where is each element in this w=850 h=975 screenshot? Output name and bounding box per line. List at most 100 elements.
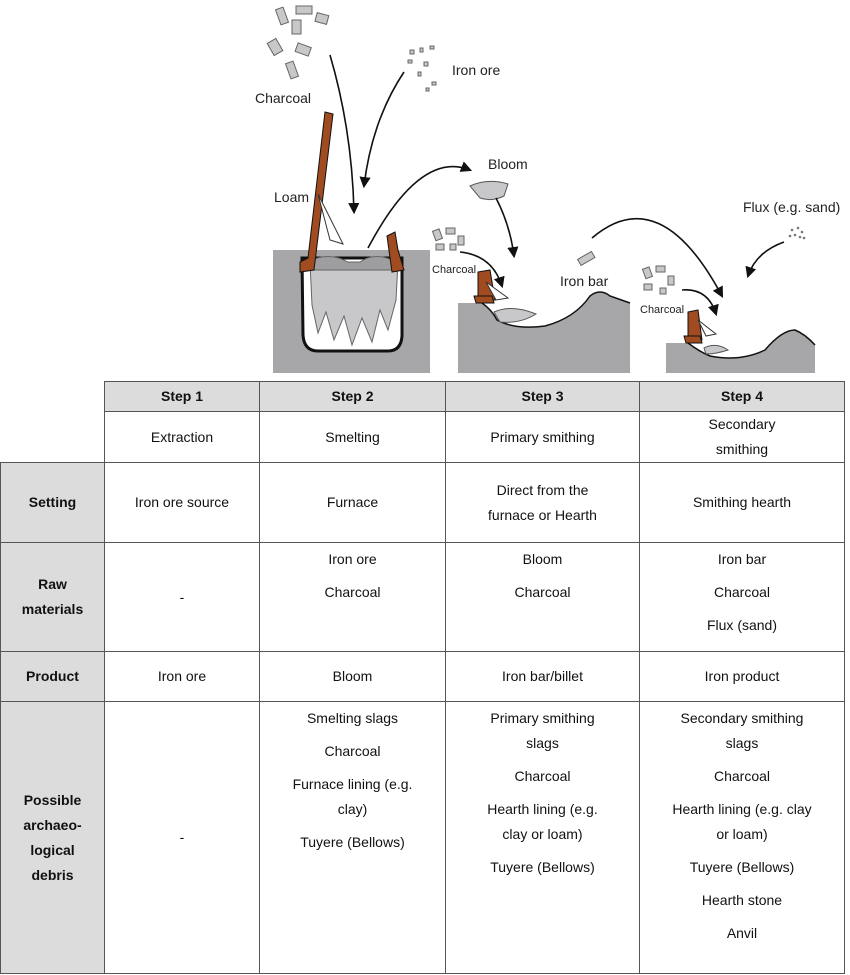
process-row-label [1,412,105,463]
arrow-charcoal-to-furnace [329,54,360,215]
arrow-charcoal-to-hearth [459,251,505,289]
step-1-header: Step 1 [104,381,260,412]
cell-item: Hearth stone [701,892,783,908]
header-row: Step 1 Step 2 Step 3 Step 4 [1,381,845,412]
secondary-hearth-loam [687,309,703,343]
secondary-tuyere [697,319,718,337]
corner-cell [1,382,105,412]
iron-production-illustration: Charcoal Iron ore Loam Bloom Charcoal Ir… [255,5,840,373]
label-flux: Flux (e.g. sand) [743,199,840,215]
process-step-4-text: Secondary smithing [708,416,776,457]
furnace-charge [309,261,399,347]
label-charcoal-top: Charcoal [255,90,311,106]
process-step-3: Primary smithing [445,411,640,463]
product-row: Product Iron ore Bloom Iron bar/billet I… [0,651,845,702]
process-step-2: Smelting [259,411,446,463]
step-4-header: Step 4 [639,381,845,412]
cell-item: Charcoal [514,768,571,784]
setting-step-1: Iron ore source [104,462,260,543]
setting-step-2: Furnace [259,462,446,543]
cell-item: - [179,829,185,845]
label-iron-ore: Iron ore [452,62,500,78]
step-3-header: Step 3 [445,381,640,412]
cell-item: Hearth lining (e.g. clay or loam) [487,801,598,842]
primary-bloom [493,308,538,323]
cell-item: Secondary smithing slags [680,710,804,751]
flux-dots [788,226,806,240]
debris-label-text: Possible archaeo-logical debris [23,791,82,883]
process-table: Step 1 Step 2 Step 3 Step 4 Extraction S… [0,381,845,974]
debris-step-1-list: - [105,821,259,854]
flow-arrows [329,54,785,317]
debris-row-label: Possible archaeo-logical debris [0,701,105,974]
cell-item: Tuyere (Bellows) [689,859,795,875]
raw-materials-label-text: Raw materials [21,576,84,617]
process-row: Extraction Smelting Primary smithing Sec… [1,411,845,463]
product-step-2: Bloom [259,651,446,702]
furnace-tuyere [317,193,344,245]
secondary-hearth-surface [687,329,816,359]
arrow-bloom-to-hearth [495,197,519,259]
primary-hearth-surface [481,291,631,328]
loam-wall-right [386,231,405,273]
charcoal-pieces-top [266,5,330,80]
primary-hearth-loam [477,269,496,303]
arrow-flux-to-hearth [745,241,785,279]
cell-item: Furnace lining (e.g. clay) [292,776,413,817]
bloom-shape [469,180,509,201]
primary-tuyere [485,281,510,301]
setting-step-3-text: Direct from the furnace or Hearth [488,481,597,523]
product-step-1: Iron ore [104,651,260,702]
cell-item: - [179,588,185,605]
primary-hearth-loam-base [473,295,495,304]
cell-item: Tuyere (Bellows) [300,834,405,850]
debris-step-1: - [104,701,260,974]
charcoal-pieces-right [641,265,675,295]
raw-materials-row-label: Raw materials [0,542,105,652]
debris-row: Possible archaeo-logical debris - Smelti… [0,701,845,974]
setting-row: Setting Iron ore source Furnace Direct f… [0,462,845,543]
setting-step-4: Smithing hearth [639,462,845,543]
secondary-hearth [666,309,816,373]
secondary-hearth-ground [666,330,815,373]
label-loam: Loam [274,189,309,205]
label-charcoal-right: Charcoal [640,304,684,316]
cell-item: Charcoal [324,584,381,600]
process-step-1: Extraction [104,411,260,463]
setting-row-label: Setting [0,462,105,543]
primary-hearth [458,269,631,373]
cell-item: Charcoal [514,584,571,600]
loam-wall-left [299,111,334,273]
label-bloom: Bloom [488,156,528,172]
arrow-furnace-to-bloom [367,161,473,249]
process-step-4: Secondary smithing [639,411,845,463]
cell-item: Iron ore [328,551,377,567]
cell-item: Smelting slags [306,710,399,726]
product-step-4: Iron product [639,651,845,702]
iron-bar-shape [576,250,596,267]
furnace [273,111,430,373]
raw-materials-step-1-list: - [105,581,259,614]
cell-item: Tuyere (Bellows) [490,859,595,875]
cell-item: Anvil [726,925,758,941]
label-iron-bar: Iron bar [560,273,609,289]
secondary-hearth-loam-base [683,335,703,344]
raw-materials-step-1: - [104,542,260,652]
setting-step-3: Direct from the furnace or Hearth [445,462,640,543]
charcoal-pieces-mid [431,227,465,251]
arrow-ore-to-furnace [359,71,405,189]
step-2-header: Step 2 [259,381,446,412]
cell-item: Charcoal [324,743,381,759]
cell-item: Primary smithing slags [490,710,595,751]
cell-item: Hearth lining (e.g. clay or loam) [672,801,812,842]
primary-hearth-ground [458,292,630,373]
